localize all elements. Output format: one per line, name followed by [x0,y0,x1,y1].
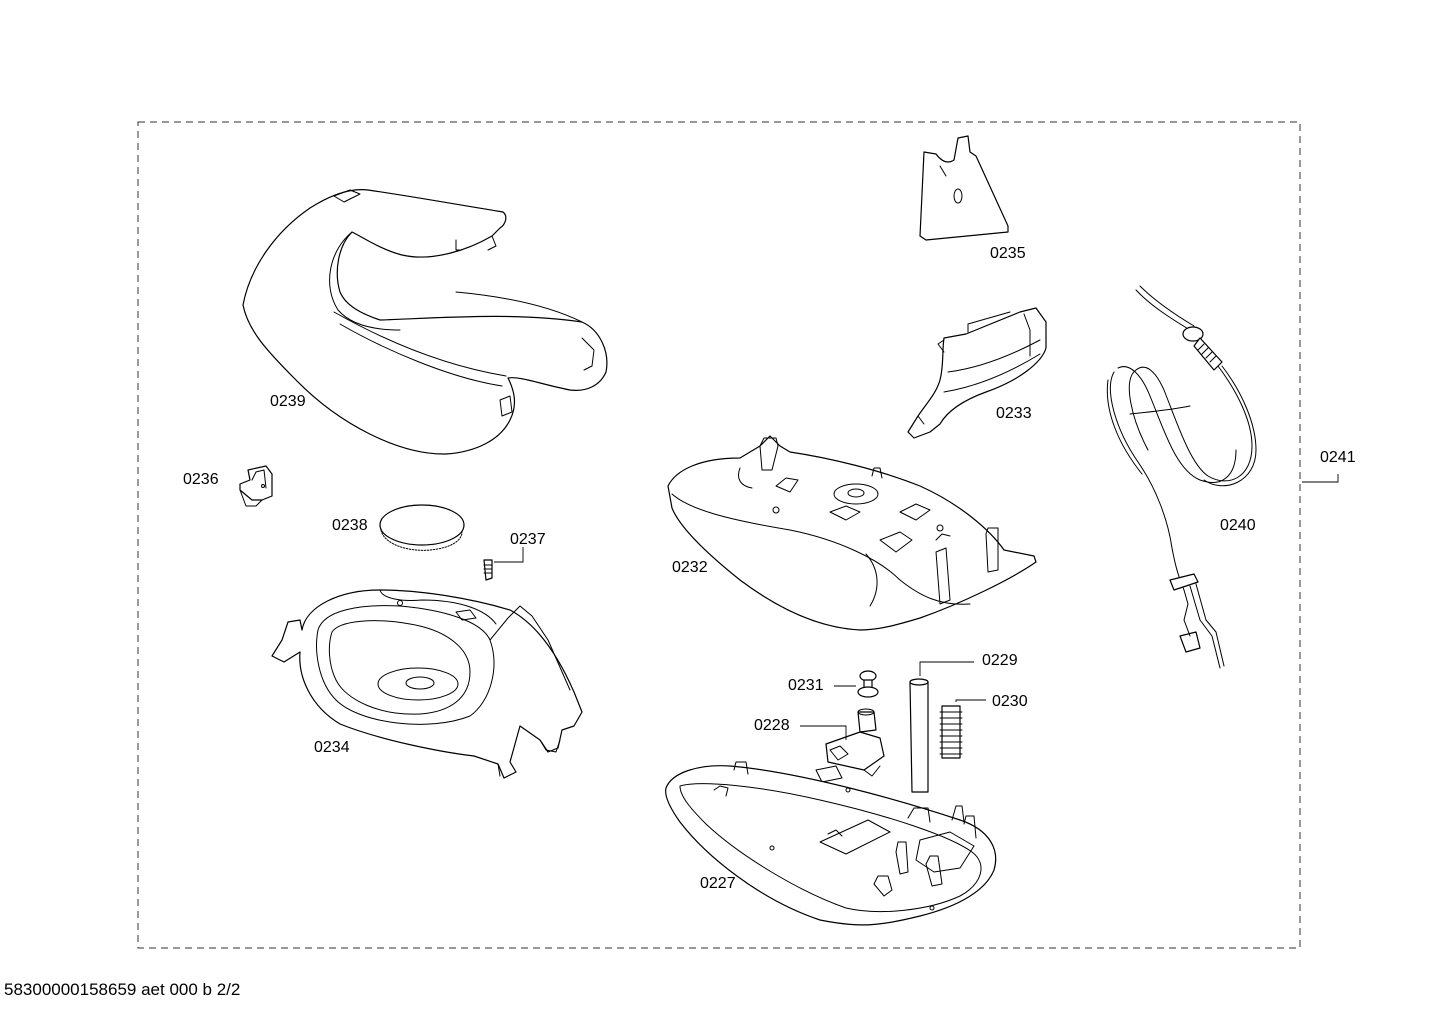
part-label-0231: 0231 [788,677,824,694]
part-0235-cover-plate[interactable] [919,135,1009,241]
part-label-0238: 0238 [332,517,368,534]
part-0239-handle-shell[interactable] [242,189,608,455]
part-0233-rear-cover[interactable] [907,307,1047,439]
part-label-0240: 0240 [1220,517,1256,534]
part-0231-washer[interactable] [834,670,879,698]
part-label-0241: 0241 [1320,449,1356,466]
part-label-0234: 0234 [314,739,350,756]
part-label-0229: 0229 [982,652,1018,669]
part-0234-housing[interactable] [271,589,583,779]
part-label-0227: 0227 [700,875,736,892]
part-label-0228: 0228 [754,717,790,734]
part-0230-spring[interactable] [939,699,986,759]
document-id: 58300000158659 aet 000 b 2/2 [4,980,241,999]
part-label-0239: 0239 [270,393,306,410]
part-label-0237: 0237 [510,531,546,548]
part-0232-chassis[interactable] [667,435,1037,631]
leader-0241 [1302,474,1339,483]
part-label-0235: 0235 [990,245,1026,262]
part-0240-power-cord[interactable] [1106,285,1257,669]
part-0237-screw[interactable] [483,547,524,581]
part-label-0232: 0232 [672,559,708,576]
part-0227-soleplate[interactable] [665,761,997,926]
part-0228-thermostat[interactable] [800,708,885,783]
part-label-0236: 0236 [183,471,219,488]
part-0236-clip[interactable] [239,465,273,507]
part-label-0233: 0233 [996,405,1032,422]
part-label-0230: 0230 [992,693,1028,710]
part-0229-tube[interactable] [909,661,974,793]
part-0238-dial-knob[interactable] [379,504,465,551]
assembly-frame [137,121,1301,949]
